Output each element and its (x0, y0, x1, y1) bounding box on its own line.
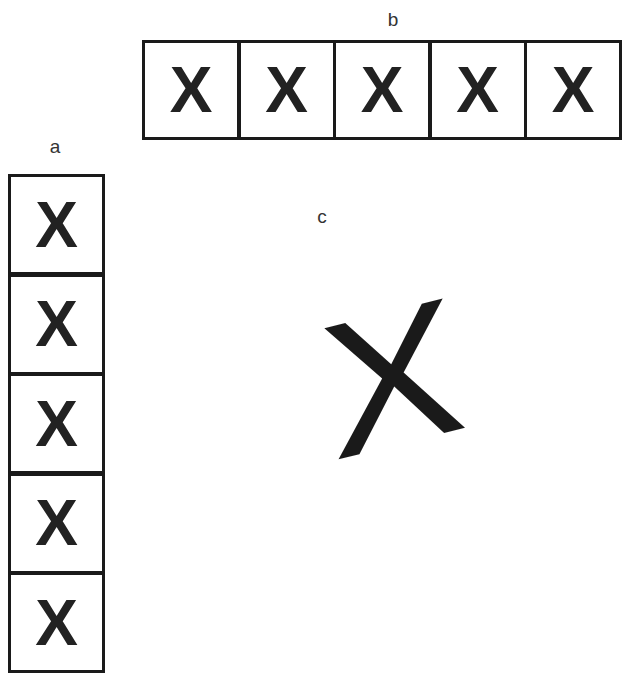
row-cell: X (238, 40, 336, 140)
part-letter: b (388, 10, 399, 29)
cell-mark: X (35, 491, 78, 555)
cell-mark: X (35, 591, 78, 655)
cell-mark: X (552, 58, 595, 122)
cell-mark: X (170, 58, 213, 122)
cell-mark: X (35, 292, 78, 356)
column-cell: X (8, 473, 105, 574)
row-cell: X (524, 40, 622, 140)
cell-mark: X (35, 392, 78, 456)
row-cell: X (333, 40, 431, 140)
column-cell: X (8, 373, 105, 474)
cell-mark: X (35, 193, 78, 257)
cell-mark: X (265, 58, 308, 122)
column-cell: X (8, 174, 105, 275)
column-cell: X (8, 274, 105, 375)
notepad-mark: X (311, 267, 473, 490)
cell-mark: X (361, 58, 404, 122)
row-cell: X (429, 40, 527, 140)
part-letter: a (50, 137, 61, 156)
column-cell: X (8, 572, 105, 673)
notepad-drawing (130, 190, 228, 290)
notepad: X (130, 190, 626, 685)
part-letter: c (317, 207, 327, 226)
cell-mark: X (456, 58, 499, 122)
row-cell: X (142, 40, 240, 140)
